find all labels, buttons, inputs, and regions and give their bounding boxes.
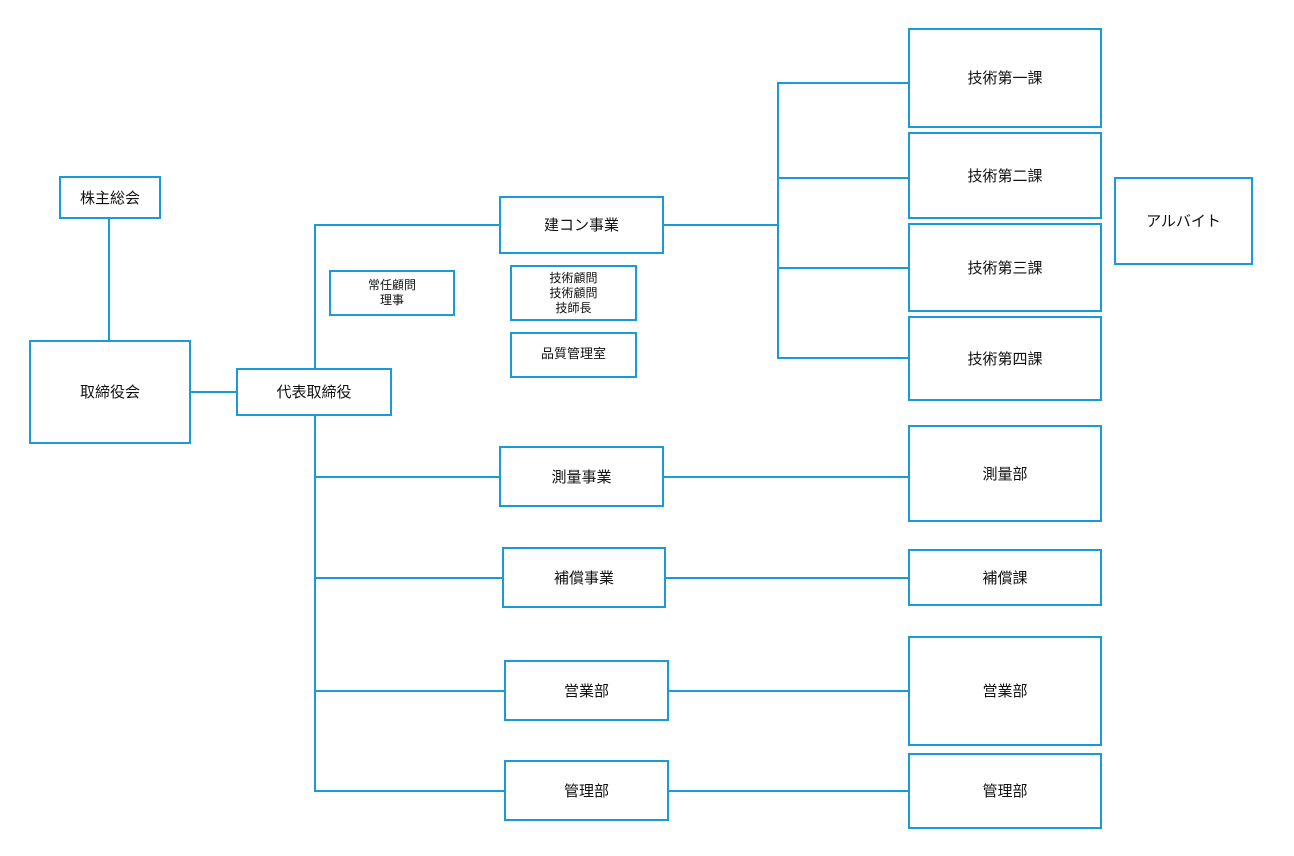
connector-tech2 xyxy=(777,177,909,179)
node-tech-section-1: 技術第一課 xyxy=(908,28,1102,128)
connector-trunk-compensation xyxy=(314,577,503,579)
node-tech-section-3: 技術第三課 xyxy=(908,223,1102,312)
connector-compensation-sec xyxy=(665,577,909,579)
connector-sales-dept xyxy=(668,690,910,692)
node-survey-business: 測量事業 xyxy=(499,446,664,507)
node-compensation-business: 補償事業 xyxy=(502,547,666,608)
connector-tech3 xyxy=(777,267,909,269)
connector-board-ceo xyxy=(190,391,238,393)
connector-shareholders-board xyxy=(108,218,110,341)
node-sales-division: 営業部 xyxy=(504,660,669,721)
connector-construction-sections xyxy=(663,224,779,226)
node-tech-section-4: 技術第四課 xyxy=(908,316,1102,401)
node-compensation-section: 補償課 xyxy=(908,549,1102,606)
node-shareholders-meeting: 株主総会 xyxy=(59,176,161,219)
connector-tech1 xyxy=(777,82,909,84)
node-technical-advisor: 技術顧問 技術顧問 技師長 xyxy=(510,265,637,321)
connector-trunk-admin xyxy=(314,790,506,792)
connector-tech4 xyxy=(777,357,909,359)
connector-trunk-sales xyxy=(314,690,506,692)
tech-advisor-line: 技術顧問 xyxy=(549,285,598,300)
connector-ceo-trunk xyxy=(314,224,316,792)
connector-survey-dept xyxy=(663,476,909,478)
connector-sections-vertical xyxy=(777,82,779,358)
node-board-of-directors: 取締役会 xyxy=(29,340,191,444)
tech-advisor-line: 技術顧問 xyxy=(549,270,598,285)
node-standing-advisor: 常任顧問 理事 xyxy=(329,270,455,316)
node-sales-department: 営業部 xyxy=(908,636,1102,746)
node-tech-section-2: 技術第二課 xyxy=(908,132,1102,219)
connector-admin-dept xyxy=(668,790,910,792)
node-survey-department: 測量部 xyxy=(908,425,1102,522)
node-part-time: アルバイト xyxy=(1114,177,1253,265)
node-quality-control: 品質管理室 xyxy=(510,332,637,378)
node-construction-business: 建コン事業 xyxy=(499,196,664,254)
node-representative-director: 代表取締役 xyxy=(236,368,392,416)
advisor-line: 理事 xyxy=(379,293,404,307)
tech-advisor-line: 技師長 xyxy=(555,300,592,315)
connector-trunk-survey xyxy=(314,476,501,478)
node-admin-department: 管理部 xyxy=(908,753,1102,829)
connector-trunk-construction xyxy=(314,224,501,226)
advisor-line: 常任顧問 xyxy=(367,278,416,292)
node-admin-division: 管理部 xyxy=(504,760,669,821)
